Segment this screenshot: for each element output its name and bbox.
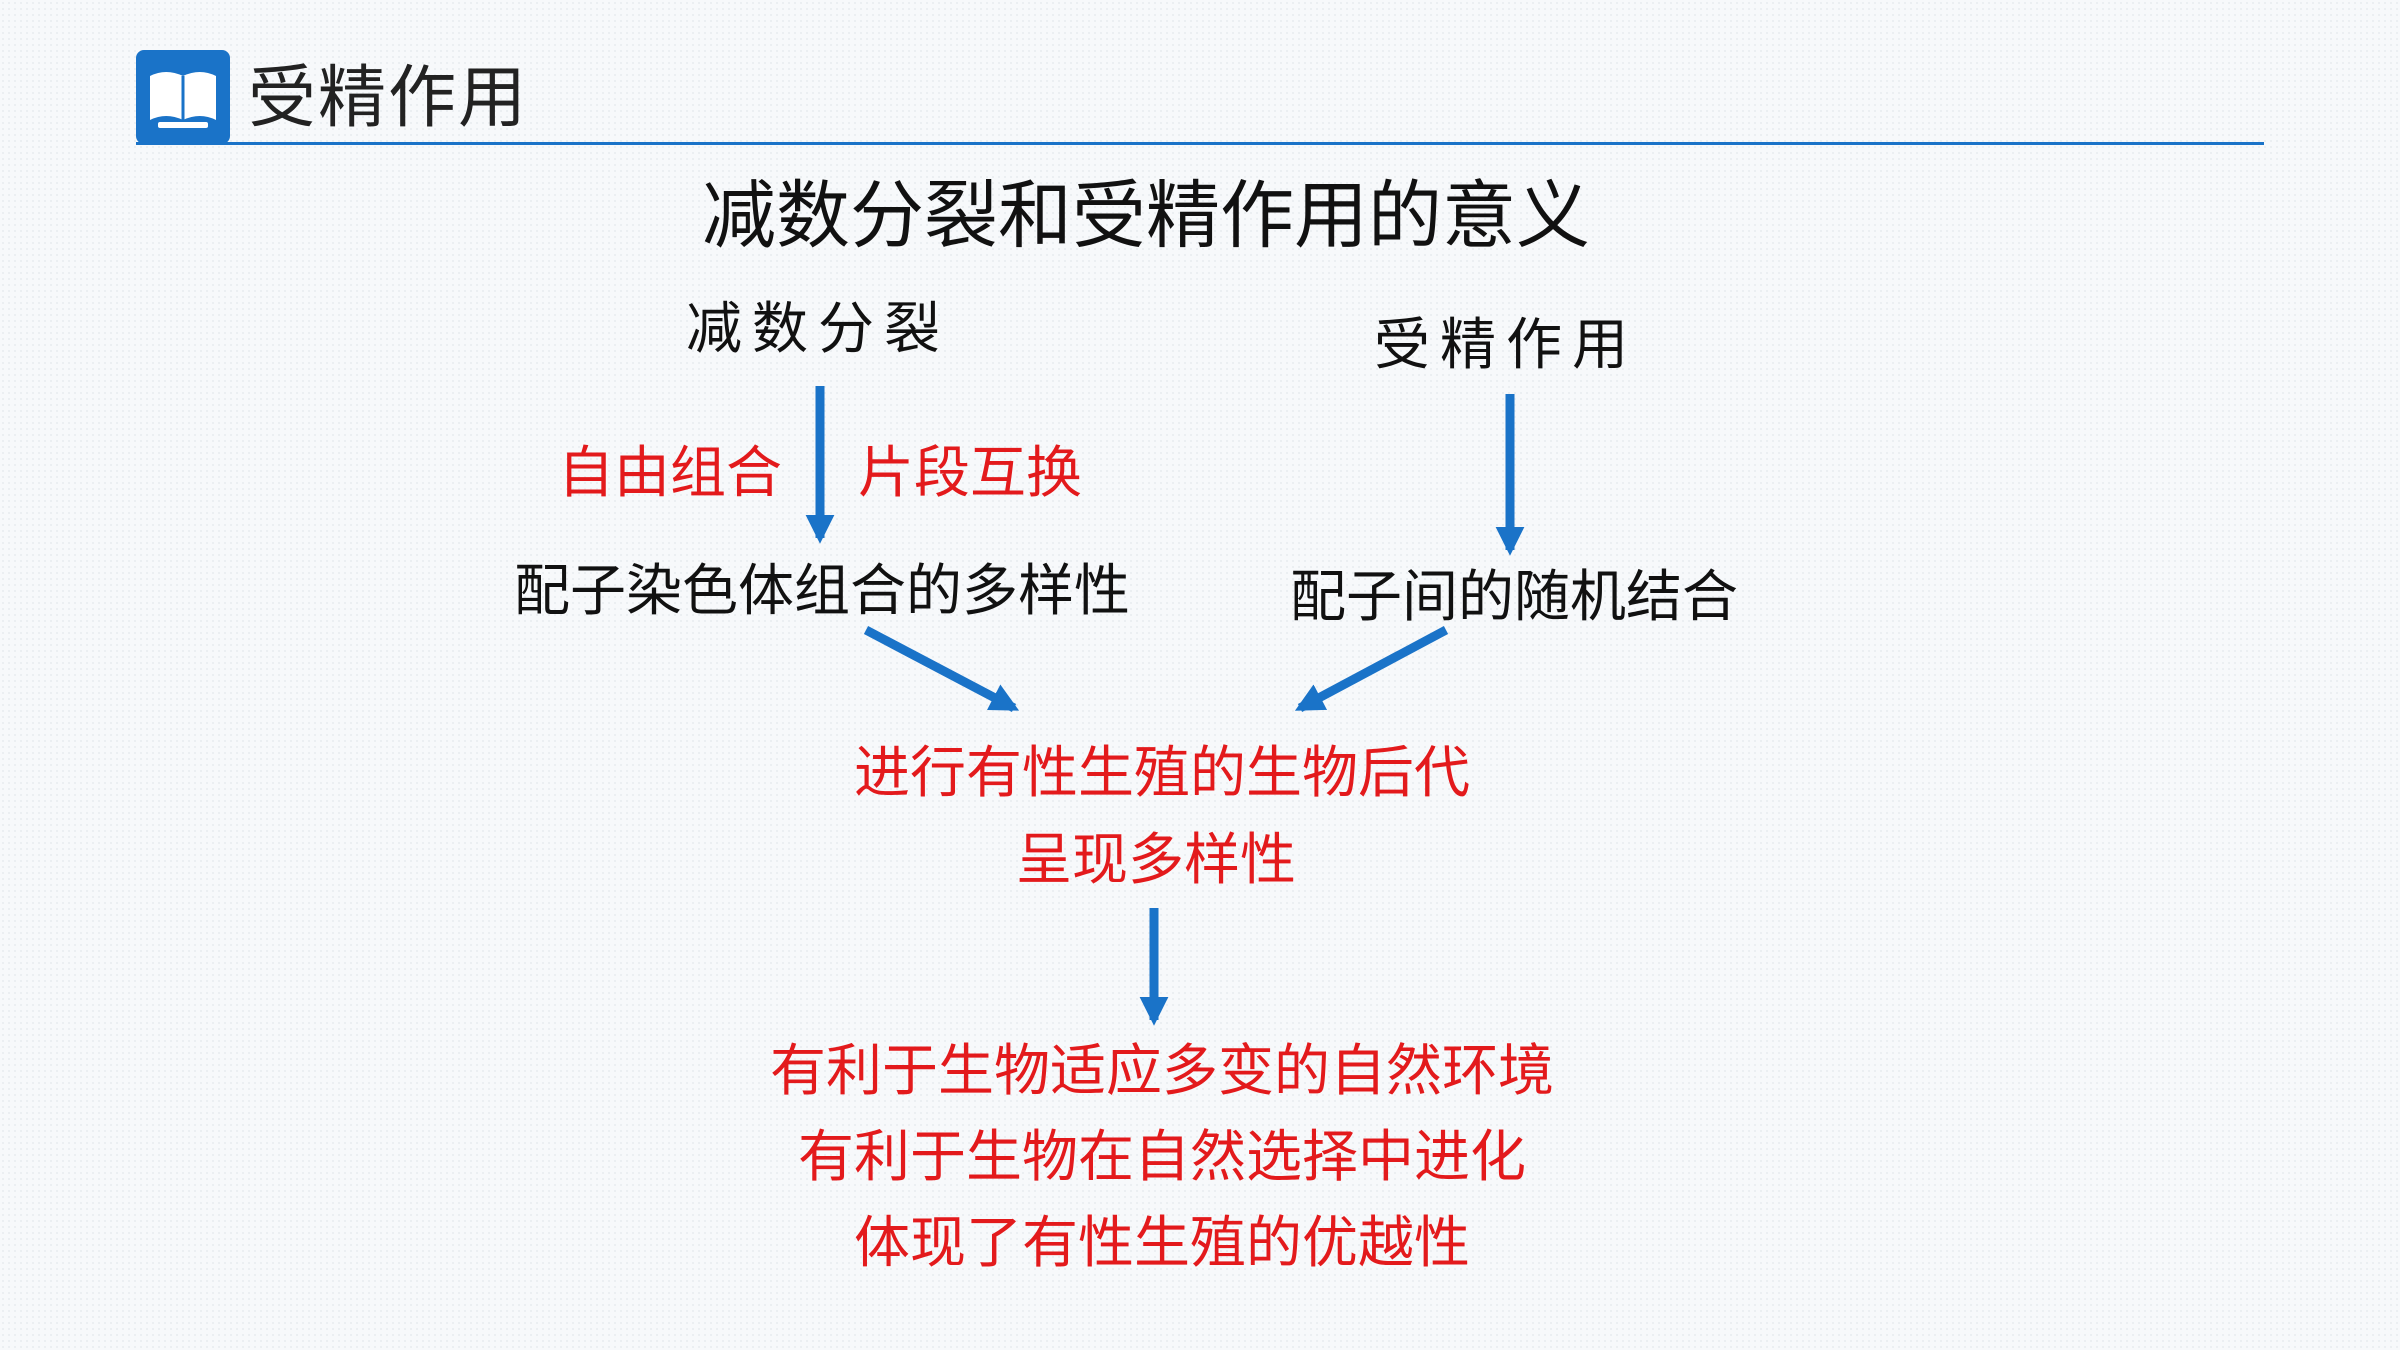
edge-label-free-combination: 自由组合 (558, 441, 782, 506)
header-title: 受精作用 (248, 59, 529, 138)
header-divider (136, 142, 2264, 145)
node-fertilization: 受精作用 (1374, 313, 1638, 378)
arrow-random-union-to-offspring (1294, 626, 1449, 712)
edge-label-crossing-over: 片段互换 (858, 441, 1082, 506)
conclusion-item: 有利于生物适应多变的自然环境 (770, 1039, 1554, 1104)
node-random-union: 配子间的随机结合 (1290, 565, 1738, 630)
conclusion-item: 有利于生物在自然选择中进化 (798, 1125, 1526, 1190)
node-gamete-diversity: 配子染色体组合的多样性 (514, 559, 1130, 624)
node-offspring-diversity-line2: 呈现多样性 (1016, 828, 1296, 893)
arrow-gamete-diversity-to-offspring (863, 626, 1020, 712)
conclusion-item: 体现了有性生殖的优越性 (854, 1211, 1470, 1276)
main-title: 减数分裂和受精作用的意义 (702, 173, 1590, 259)
book-logo-icon (136, 50, 230, 144)
node-meiosis: 减数分裂 (686, 297, 950, 362)
node-offspring-diversity-line1: 进行有性生殖的生物后代 (854, 741, 1470, 806)
